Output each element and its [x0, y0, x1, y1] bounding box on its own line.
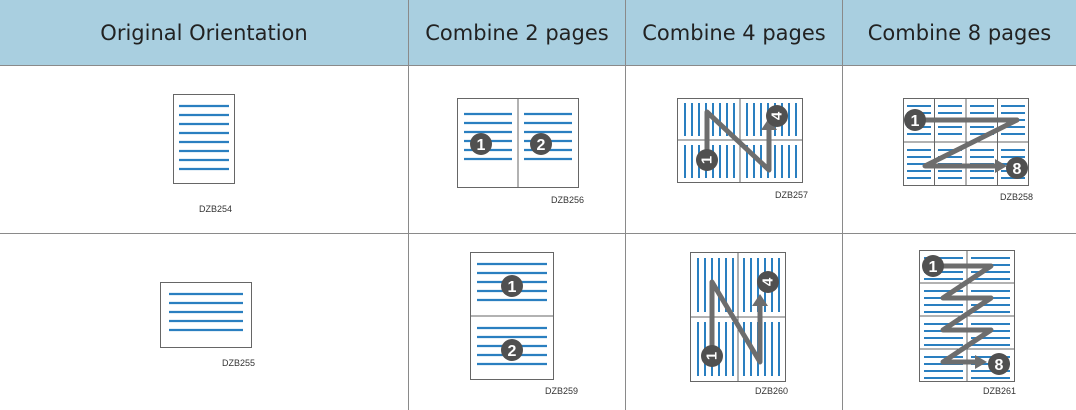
badge-1-label: 1	[508, 279, 517, 296]
badge-1-label: 1	[929, 259, 938, 276]
combine-4-portrait-illustration: 1 4	[677, 98, 803, 183]
badge-8-label: 8	[1013, 161, 1022, 178]
landscape-page-illustration	[160, 282, 252, 348]
badge-1-label: 1	[704, 352, 721, 360]
figure-code: DZB261	[983, 386, 1017, 396]
figure-code: DZB260	[755, 386, 789, 396]
combine-2-landscape-illustration: 1 2	[470, 252, 554, 380]
column-divider	[625, 66, 626, 410]
figure-code: DZB256	[551, 195, 585, 205]
figure-code: DZB259	[545, 386, 579, 396]
combine-2-portrait-illustration: 1 2	[457, 98, 579, 188]
header-combine-8: Combine 8 pages	[843, 0, 1076, 66]
portrait-page-illustration	[173, 94, 235, 184]
figure-code: DZB255	[222, 358, 256, 368]
badge-1-label: 1	[911, 113, 920, 130]
header-combine-4: Combine 4 pages	[626, 0, 843, 66]
badge-8-label: 8	[995, 357, 1004, 374]
badge-2	[530, 133, 552, 155]
badge-1-label: 1	[699, 156, 716, 164]
badge-2-label: 2	[537, 137, 546, 154]
figure-code: DZB254	[199, 204, 233, 214]
combine-8-portrait-illustration: 1 8	[903, 98, 1029, 186]
column-divider	[842, 66, 843, 410]
header-combine-2: Combine 2 pages	[409, 0, 626, 66]
badge-1	[470, 133, 492, 155]
figure-code: DZB257	[775, 190, 809, 200]
combine-8-landscape-illustration: 1 8	[919, 250, 1015, 382]
row-divider	[0, 233, 1076, 234]
badge-1-label: 1	[477, 137, 486, 154]
badge-2-label: 2	[508, 343, 517, 360]
header-original-orientation: Original Orientation	[0, 0, 409, 66]
badge-4-label: 4	[769, 111, 786, 120]
figure-code: DZB258	[1000, 192, 1034, 202]
badge-4-label: 4	[760, 277, 777, 286]
combine-4-landscape-illustration: 1 4	[690, 252, 786, 382]
column-divider	[408, 66, 409, 410]
